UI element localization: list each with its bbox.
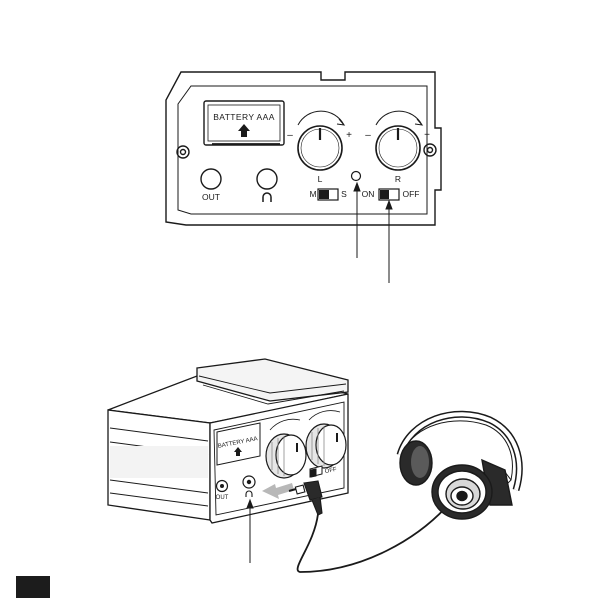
knob-right-plus: + xyxy=(424,130,430,141)
headphone-icon xyxy=(263,193,271,202)
panel-screw-right xyxy=(424,144,436,156)
mode-switch-s-label: S xyxy=(341,189,347,199)
knob-left[interactable] xyxy=(298,111,344,170)
knob-right[interactable] xyxy=(376,111,422,170)
device-knob-left[interactable] xyxy=(266,434,306,478)
front-panel xyxy=(166,72,441,225)
knob-left-label: L xyxy=(318,174,323,184)
callout-led-arrow xyxy=(354,183,360,258)
out-jack[interactable] xyxy=(201,169,221,189)
page-marker xyxy=(16,576,50,598)
headphones-icon xyxy=(400,414,519,519)
power-switch-off-label: OFF xyxy=(403,189,420,199)
battery-compartment xyxy=(204,101,284,145)
headphone-jack[interactable] xyxy=(257,169,277,189)
mode-switch[interactable] xyxy=(318,189,338,200)
mode-switch-m-label: M xyxy=(309,189,316,199)
knob-right-minus: – xyxy=(365,130,371,141)
device-knob-right[interactable] xyxy=(306,424,346,468)
power-led xyxy=(352,172,361,181)
out-label: OUT xyxy=(202,192,220,202)
battery-label: BATTERY AAA xyxy=(213,112,275,122)
device-out-label: OUT xyxy=(216,495,229,501)
callout-power-arrow xyxy=(386,201,392,283)
knob-left-plus: + xyxy=(346,130,352,141)
power-switch[interactable] xyxy=(379,189,399,200)
power-switch-on-label: ON xyxy=(362,189,375,199)
up-arrow-icon xyxy=(238,124,250,137)
front-panel-outline xyxy=(166,72,441,225)
knob-left-minus: – xyxy=(287,130,293,141)
panel-screw-left xyxy=(177,146,189,158)
knob-right-label: R xyxy=(395,174,401,184)
